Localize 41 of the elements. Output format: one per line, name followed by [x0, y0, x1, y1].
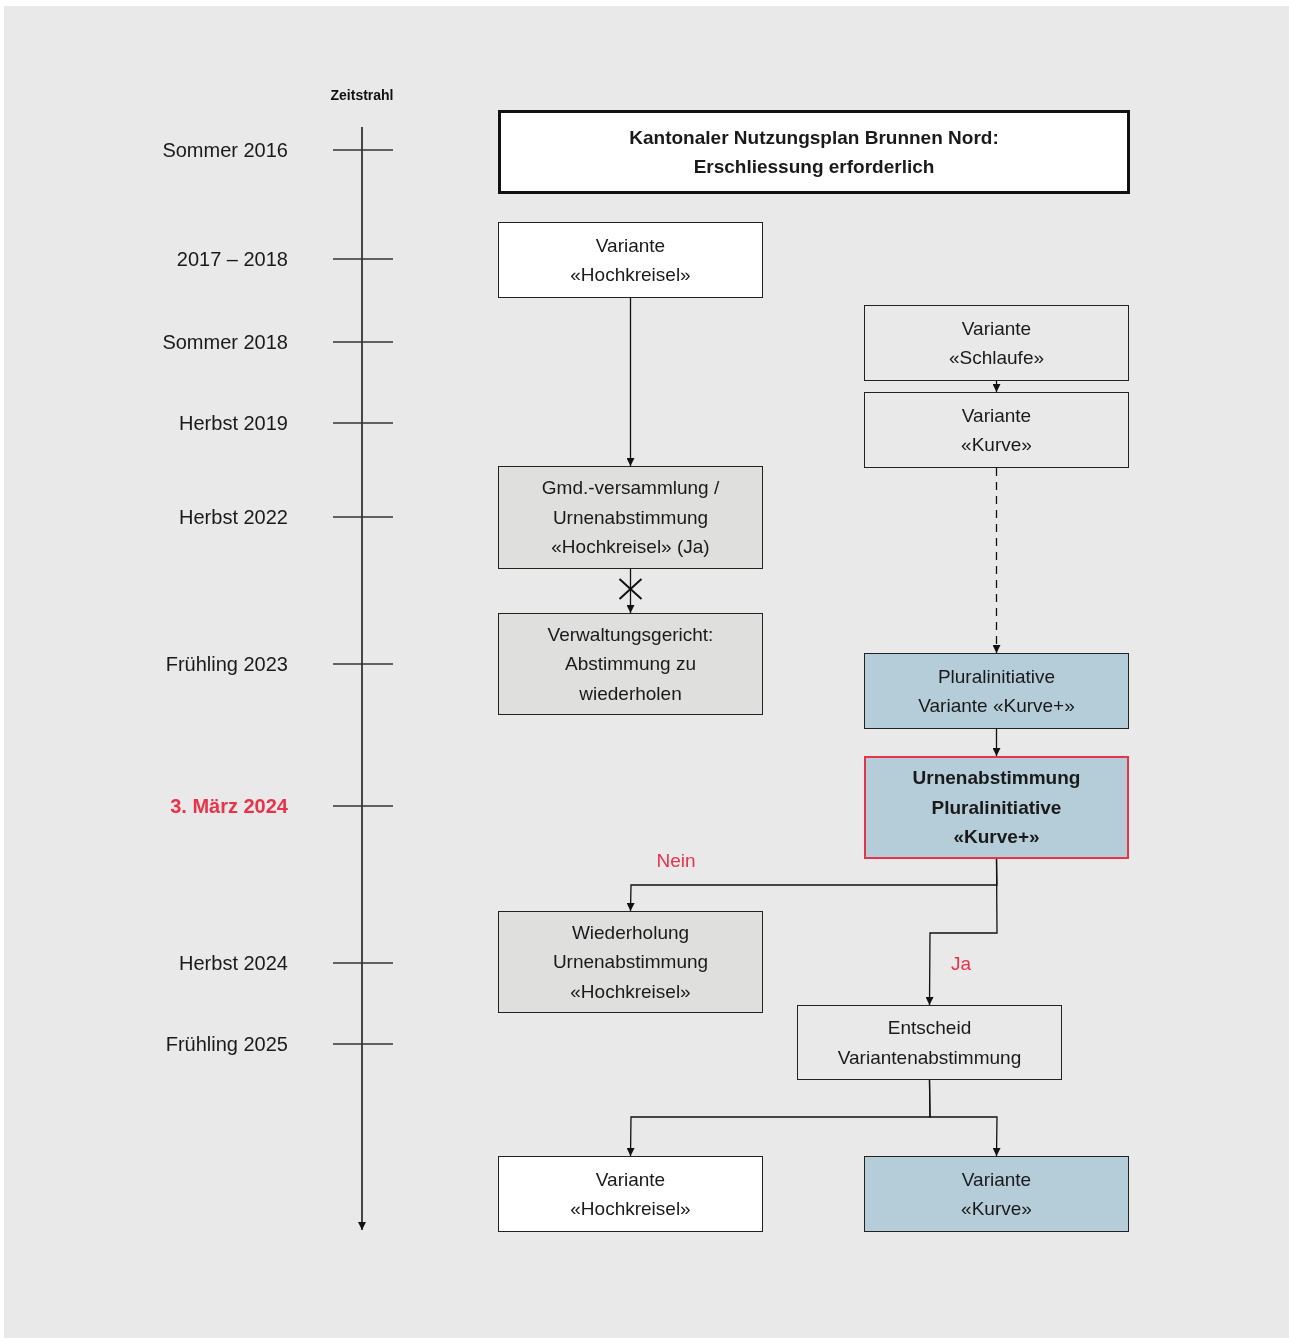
process-box [498, 1156, 763, 1232]
box-text: Entscheid Variantenabstimmung [836, 1016, 1023, 1070]
date-label: Frühling 2025 [165, 1032, 288, 1056]
box-text: Variante «Schlaufe» [947, 316, 1046, 370]
date-label: 3. März 2024 [170, 794, 288, 818]
dashed-arrow [992, 467, 1001, 654]
arrow [925, 858, 998, 1006]
process-box [864, 1156, 1129, 1232]
date-label: Herbst 2022 [179, 505, 288, 529]
process-box [864, 756, 1129, 859]
process-box [498, 911, 763, 1013]
process-box [864, 392, 1129, 468]
box-text: Variante «Kurve» [960, 403, 1033, 457]
arrow [928, 1079, 1001, 1157]
date-label: Sommer 2016 [162, 138, 288, 162]
arrow [626, 297, 635, 467]
box-text: Variante «Hochkreisel» [569, 1167, 692, 1221]
box-text: Urnenabstimmung Pluralinitiative «Kurve+» [911, 766, 1082, 850]
date-label: Frühling 2023 [165, 652, 288, 676]
box-text: Wiederholung Urnenabstimmung «Hochkreisel» [551, 920, 710, 1004]
process-box [797, 1005, 1062, 1080]
date-label: Herbst 2024 [179, 951, 288, 975]
process-box [498, 466, 763, 569]
process-box [498, 613, 763, 715]
box-text: Gmd.-versammlung / Urnenabstimmung «Hochkreisel» (Ja) [540, 476, 721, 560]
box-text: Pluralinitiative Variante «Kurve+» [917, 664, 1076, 718]
process-box [864, 653, 1129, 729]
box-text: Verwaltungsgericht: Abstimmung zu wiederholen [546, 622, 715, 706]
date-label: Sommer 2018 [162, 330, 288, 354]
process-box [498, 222, 763, 298]
box-text: Kantonaler Nutzungsplan Brunnen Nord: Erschliessung erforderlich [628, 125, 1000, 179]
arrow [626, 568, 635, 614]
process-box [864, 305, 1129, 381]
date-label: 2017 – 2018 [176, 247, 288, 271]
box-text: Variante «Hochkreisel» [569, 233, 692, 287]
arrow [992, 380, 1001, 393]
arrow [992, 728, 1001, 757]
axis-title: Zeitstrahl [330, 87, 394, 103]
box-text: Variante «Kurve» [960, 1167, 1033, 1221]
date-label: Herbst 2019 [179, 411, 288, 435]
process-box [498, 110, 1130, 194]
